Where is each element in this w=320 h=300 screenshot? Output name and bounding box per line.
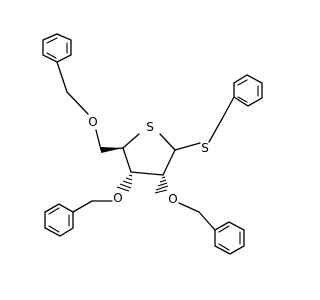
hashed-bond-c3-o xyxy=(154,176,169,194)
bond-o-ch2-c5 xyxy=(95,129,102,151)
wedge-bond-c5 xyxy=(101,147,123,153)
bond-c3-c4 xyxy=(130,171,164,176)
phenyl-ring-c3 xyxy=(214,221,245,255)
bond-ch2-ph-c3 xyxy=(198,211,216,231)
bond-ch2-ph-thio xyxy=(221,96,235,120)
structure-canvas: O S S O xyxy=(42,33,263,255)
benzyl-group-c5 xyxy=(42,33,89,115)
phenyl-ring-c5 xyxy=(42,33,72,63)
phenyl-ring-c4 xyxy=(44,203,74,237)
aromatic-double-bond xyxy=(237,96,248,103)
ring-sulfur-label: S xyxy=(146,120,154,134)
thiolane-ring xyxy=(122,133,176,176)
bond-ph-ch2-c5 xyxy=(56,61,68,93)
oxygen-c5-label: O xyxy=(88,115,97,129)
benzyl-group-c3 xyxy=(214,221,245,255)
oxygen-c3-label: O xyxy=(168,192,177,206)
benzyl-group-c4 xyxy=(44,203,74,237)
bond-c2-s-thio xyxy=(174,142,201,151)
phenyl-ring-thio xyxy=(233,74,263,107)
bond-ch2-ph-c4 xyxy=(72,200,93,213)
bond-s-ch2-thio xyxy=(208,118,223,143)
aromatic-double-bond xyxy=(48,207,60,215)
aromatic-double-bond xyxy=(46,37,58,44)
aromatic-double-bond xyxy=(237,79,248,86)
aromatic-double-bond xyxy=(48,225,60,233)
aromatic-double-bond xyxy=(218,225,230,233)
bond-c5-s xyxy=(122,133,140,149)
oxygen-c4-label: O xyxy=(113,191,122,205)
bond-s-c2 xyxy=(159,133,176,151)
bond-o-ch2-c3 xyxy=(178,202,200,213)
bond-c2-c3 xyxy=(162,149,176,176)
molecule-diagram: O S S O xyxy=(42,33,263,255)
benzyl-group-thio xyxy=(233,74,263,107)
hashed-bond-c4-o xyxy=(116,174,133,192)
bond-c4-c5 xyxy=(122,147,132,173)
bond-ch2-o-c5 xyxy=(66,91,89,115)
aromatic-double-bond xyxy=(218,243,230,251)
aromatic-double-bond xyxy=(46,52,57,59)
thio-sulfur-label: S xyxy=(201,141,209,155)
